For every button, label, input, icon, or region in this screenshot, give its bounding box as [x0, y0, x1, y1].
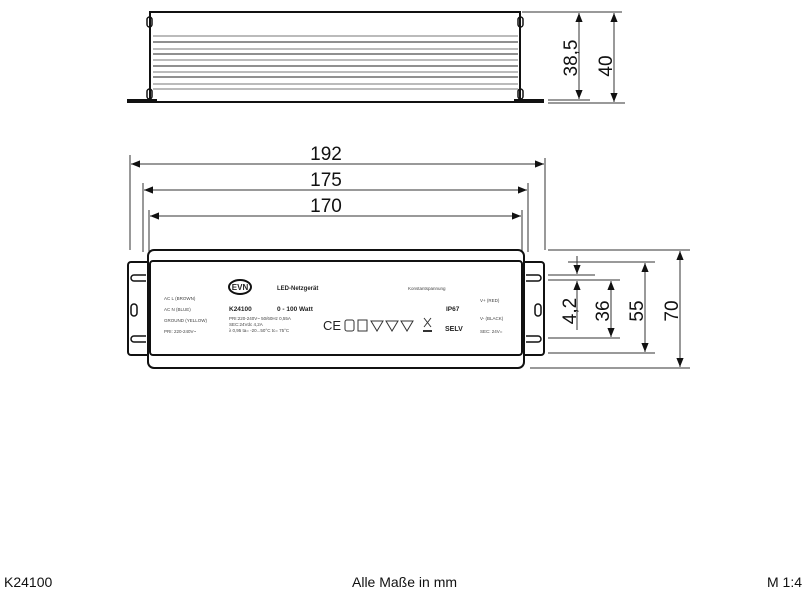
- right-terminal-labels: V+ (RED) V- (BLACK) SEC: 24V=: [480, 298, 504, 334]
- dim-38-5: 38,5: [561, 40, 582, 77]
- dim-55: 55: [627, 300, 648, 321]
- terminal-label: V+ (RED): [480, 298, 500, 303]
- brand-logo-text: EVN: [232, 283, 249, 292]
- top-view: EVN LED-Netzgerät Konstantspannung K2410…: [127, 249, 545, 369]
- dim-170: 170: [310, 196, 342, 217]
- dim-36: 36: [593, 300, 614, 321]
- label-ip: IP67: [446, 306, 460, 313]
- units-note: Alle Maße in mm: [352, 574, 458, 590]
- terminal-label: AC L (BROWN): [164, 296, 196, 301]
- terminal-label: SEC: 24V=: [480, 329, 503, 334]
- dim-4-2: 4,2: [560, 298, 581, 324]
- left-terminal-labels: AC L (BROWN) AC N (BLUE) GROUND (YELLOW)…: [164, 296, 208, 334]
- scale-note: M 1:4: [766, 574, 802, 590]
- terminal-label: PRI: 220-240V~: [164, 329, 197, 334]
- label-selv: SELV: [445, 326, 463, 333]
- dim-70: 70: [662, 300, 683, 321]
- terminal-label: V- (BLACK): [480, 316, 504, 321]
- label-input-spec: PRI:220-240V~ 50/60Hz 0,55A: [229, 316, 291, 321]
- terminal-label: AC N (BLUE): [164, 307, 191, 312]
- cooling-ribs: [153, 35, 518, 90]
- side-view: 38,5 40: [127, 11, 625, 104]
- label-model: K24100: [229, 306, 252, 313]
- label-output-spec: SEC:24Vdc 4,2A: [229, 322, 263, 327]
- terminal-label: GROUND (YELLOW): [164, 318, 208, 323]
- dim-175: 175: [310, 170, 342, 191]
- length-dimensions: [129, 155, 546, 252]
- article-number: K24100: [4, 574, 53, 590]
- certification-symbols: [344, 317, 432, 332]
- label-mode: Konstantspannung: [408, 286, 446, 291]
- mounting-flange-left: [127, 99, 157, 103]
- dim-192: 192: [310, 144, 342, 165]
- label-temp-spec: λ 0,95 ta= -20...50°C tc= 75°C: [229, 328, 290, 333]
- evn-logo: [228, 279, 252, 295]
- ce-mark: CE: [323, 318, 341, 333]
- label-title: LED-Netzgerät: [277, 286, 318, 292]
- mounting-flange-right: [514, 99, 544, 103]
- dim-40: 40: [596, 55, 617, 76]
- label-power: 0 - 100 Watt: [277, 306, 314, 313]
- width-dimensions: [530, 249, 690, 369]
